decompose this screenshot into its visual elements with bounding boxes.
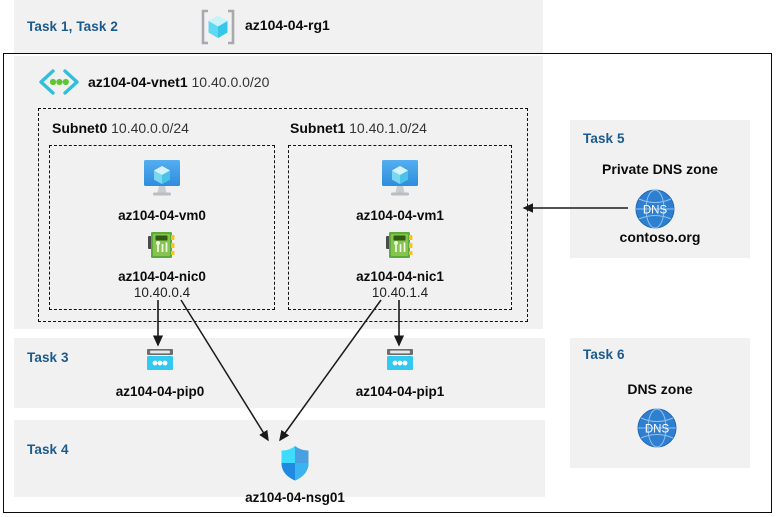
dns-zone-icon: DNS (632, 186, 678, 237)
virtual-machine-icon (350, 158, 450, 205)
pip1-node[interactable]: az104-04-pip1 (350, 347, 450, 400)
subnet0-header: Subnet0 10.40.0.0/24 (52, 120, 189, 136)
subnet0-box (49, 145, 275, 310)
dns-zone-icon: DNS (634, 405, 680, 456)
svg-text:DNS: DNS (643, 205, 668, 217)
nic1-name: az104-04-nic1 (356, 269, 444, 284)
virtual-network-icon (37, 68, 81, 101)
nic1-node[interactable]: az104-04-nic1 10.40.1.4 (350, 228, 450, 301)
task-label-5: Task 5 (583, 131, 625, 146)
public-ip-address-icon (350, 347, 450, 380)
virtual-machine-icon (112, 158, 212, 205)
private-dns-panel (570, 120, 750, 258)
network-security-group-icon (235, 444, 355, 487)
nic1-ip: 10.40.1.4 (371, 285, 429, 300)
vnet-header: az104-04-vnet1 10.40.0.0/20 (88, 74, 269, 90)
nsg-name: az104-04-nsg01 (245, 490, 345, 505)
vnet-name: az104-04-vnet1 (88, 74, 188, 90)
subnet1-cidr: 10.40.1.0/24 (349, 120, 427, 136)
vm1-name: az104-04-vm1 (356, 208, 444, 223)
diagram-outer-border (3, 53, 772, 513)
resource-group-header-panel (14, 0, 543, 53)
nic0-ip: 10.40.0.4 (133, 285, 191, 300)
nic0-node[interactable]: az104-04-nic0 10.40.0.4 (112, 228, 212, 301)
nic0-name: az104-04-nic0 (118, 269, 206, 284)
task-label-6: Task 6 (583, 347, 625, 362)
subnet1-name: Subnet1 (290, 120, 346, 136)
private-dns-name: contoso.org (619, 229, 701, 245)
pip0-node[interactable]: az104-04-pip0 (110, 347, 210, 400)
task-label-4: Task 4 (27, 442, 69, 457)
svg-text:DNS: DNS (645, 424, 670, 436)
vnet-panel (14, 56, 543, 329)
network-interface-icon (112, 228, 212, 267)
public-ip-panel (14, 338, 545, 408)
vm1-node[interactable]: az104-04-vm1 (350, 158, 450, 224)
resource-group-name: az104-04-rg1 (245, 17, 330, 33)
public-ip-address-icon (110, 347, 210, 380)
subnet1-header: Subnet1 10.40.1.0/24 (290, 120, 427, 136)
subnet0-cidr: 10.40.0.0/24 (111, 120, 189, 136)
task-label-1-2: Task 1, Task 2 (27, 19, 118, 34)
vnet-cidr: 10.40.0.0/20 (191, 74, 270, 90)
subnet0-name: Subnet0 (52, 120, 108, 136)
subnet1-box (288, 145, 512, 310)
network-interface-icon (350, 228, 450, 267)
private-dns-title: Private DNS zone (602, 161, 718, 177)
vm0-node[interactable]: az104-04-vm0 (112, 158, 212, 224)
nsg-node[interactable]: az104-04-nsg01 (235, 444, 355, 506)
pip0-name: az104-04-pip0 (115, 384, 205, 399)
pip1-name: az104-04-pip1 (355, 384, 445, 399)
task-label-3: Task 3 (27, 350, 69, 365)
public-dns-title: DNS zone (627, 381, 693, 397)
resource-group-icon (199, 8, 237, 51)
vm0-name: az104-04-vm0 (118, 208, 206, 223)
